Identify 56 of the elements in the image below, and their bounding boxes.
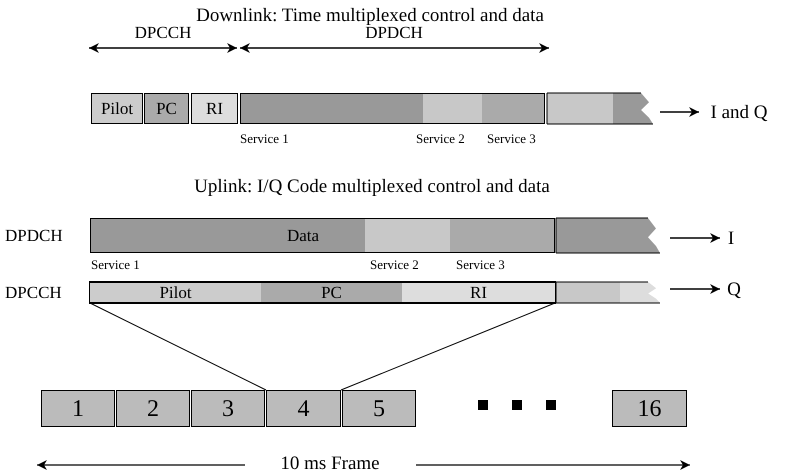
channel-label: I (728, 228, 734, 248)
arrow (670, 233, 720, 243)
service-label: Service 3 (487, 132, 536, 145)
data-segment (90, 218, 365, 253)
rate-info-field (402, 282, 555, 303)
field-label: Pilot (159, 284, 192, 301)
continued-bar (556, 218, 660, 253)
power-control-field (144, 93, 189, 124)
power-control-field (261, 282, 402, 303)
pilot-field (91, 93, 143, 124)
slot-box (116, 390, 190, 427)
service-label: Service 2 (370, 258, 419, 271)
dimension-label: DPCCH (134, 24, 192, 41)
field-label: Pilot (100, 100, 134, 117)
channel-label: I and Q (710, 102, 768, 122)
channel-name: DPCCH (5, 284, 62, 301)
service-segment (450, 218, 555, 253)
slot-number: 1 (72, 396, 84, 420)
slot-number: 2 (147, 396, 159, 420)
service-label: Service 2 (416, 132, 465, 145)
arrow (670, 284, 720, 294)
dimension-label: 10 ms Frame (280, 454, 380, 471)
slot-number: 5 (373, 396, 385, 420)
slot-number: 16 (638, 396, 662, 420)
slot-box (191, 390, 265, 427)
diagram-heading: Downlink: Time multiplexed control and data (196, 6, 544, 25)
channel-label: Q (727, 280, 741, 298)
continued-bar (556, 282, 660, 303)
service-segment (240, 93, 423, 124)
slot-box (342, 390, 416, 427)
service-segment (365, 218, 450, 253)
field-label: PC (156, 100, 177, 117)
rate-info-field (191, 93, 238, 124)
service-segment (423, 93, 482, 124)
field-label: RI (206, 100, 223, 117)
channel-name: DPDCH (5, 227, 63, 244)
slot-box (266, 390, 341, 427)
field-label: Data (286, 227, 320, 244)
field-label: RI (470, 284, 487, 301)
control-slot-bar (90, 282, 555, 303)
service-label: Service 1 (91, 258, 140, 271)
service-segment (482, 93, 545, 124)
field-label: PC (321, 284, 342, 301)
slot-number: 4 (298, 396, 310, 420)
arrow (660, 107, 699, 117)
zoom-line (340, 302, 556, 390)
diagram-heading: Uplink: I/Q Code multiplexed control and data (194, 177, 550, 196)
service-label: Service 3 (456, 258, 505, 271)
zoom-line (90, 302, 266, 390)
pilot-field (90, 282, 261, 303)
service-label: Service 1 (240, 132, 289, 145)
slot-box (612, 390, 687, 427)
dimension-label: DPDCH (365, 24, 423, 41)
slot-box (41, 390, 115, 427)
continued-bar (547, 93, 653, 124)
slot-number: 3 (222, 396, 234, 420)
